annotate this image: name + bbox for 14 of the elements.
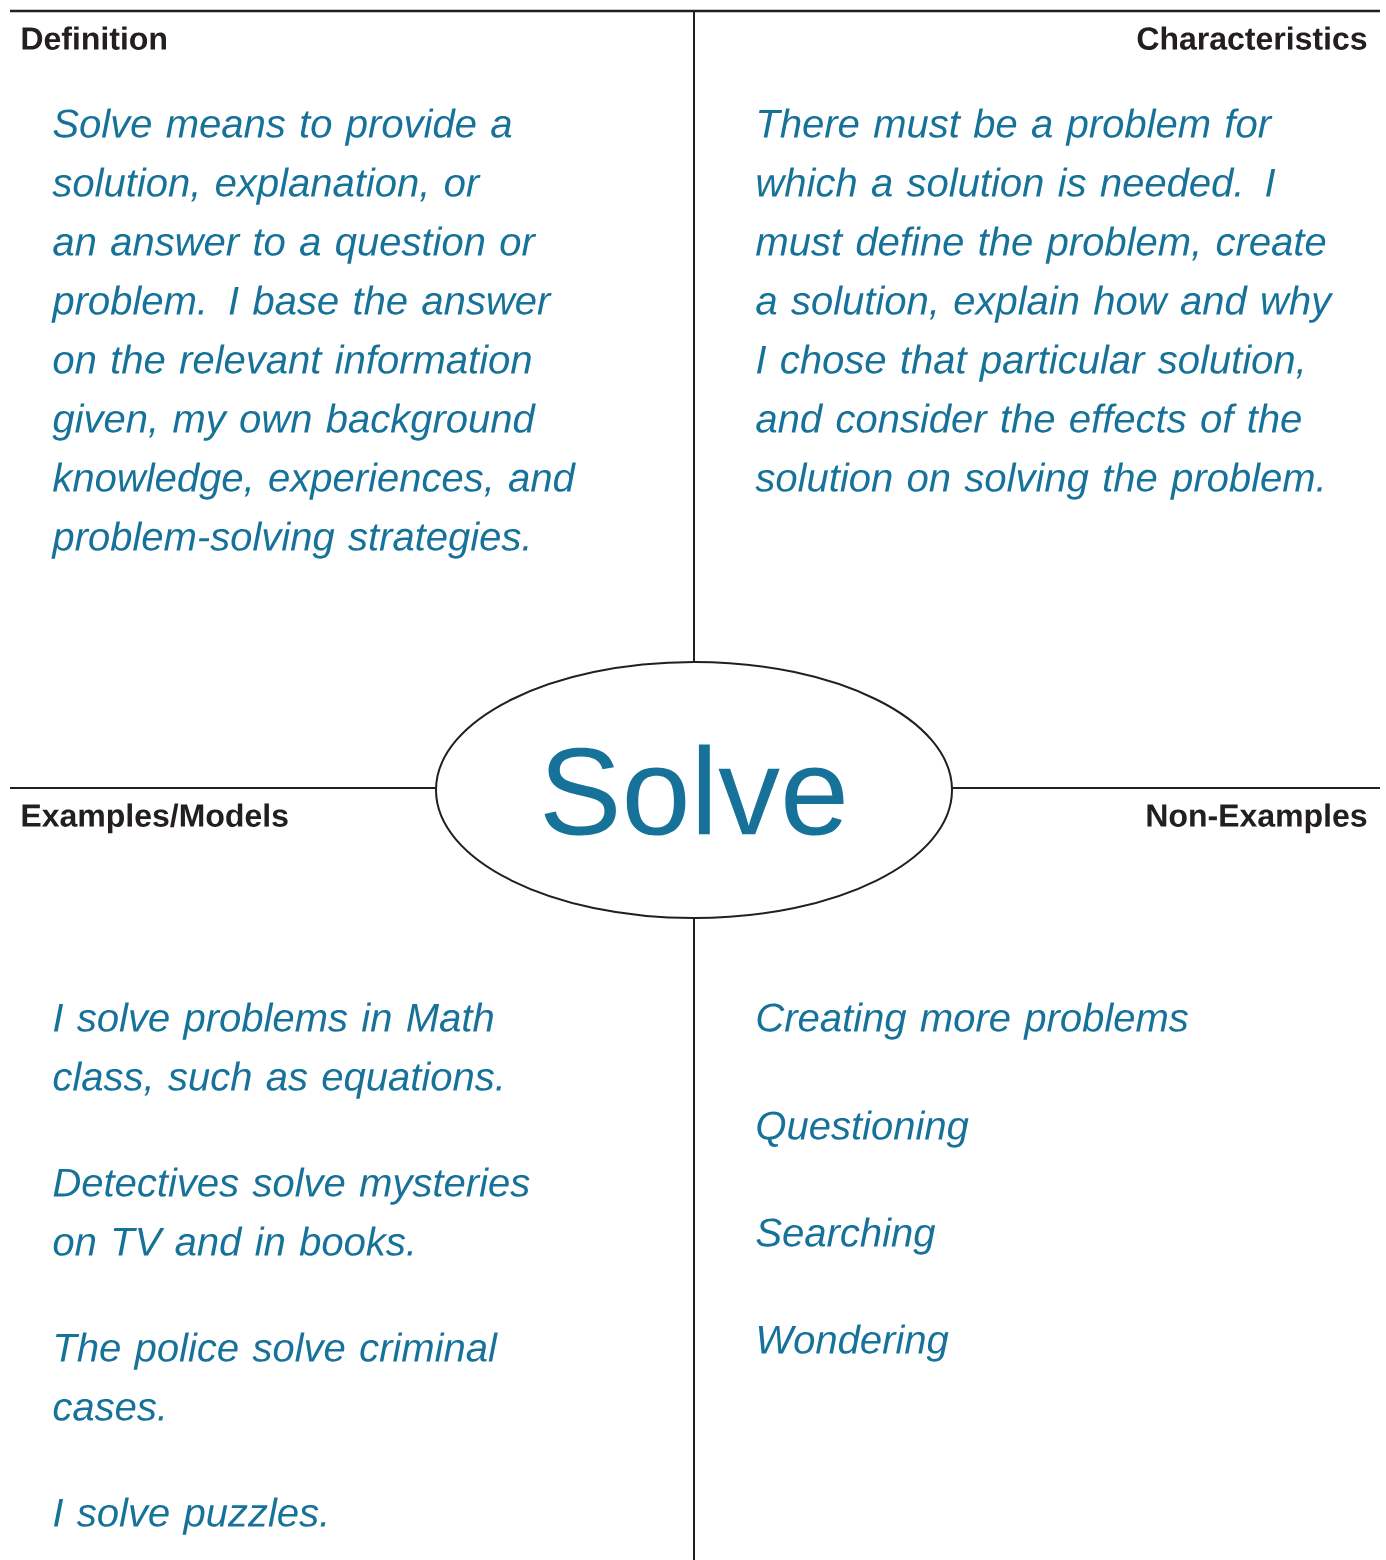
- handwritten-text: I solve puzzles.: [53, 1497, 326, 1535]
- handwritten-text: Wondering: [758, 1324, 949, 1362]
- handwritten-text: Questioning: [757, 1110, 969, 1148]
- section-heading: Definition: [22, 26, 166, 50]
- handwritten-text: Searching: [756, 1217, 936, 1255]
- handwritten-text: I solve problems in Math class, such as equations.: [53, 1002, 501, 1099]
- section-heading: Non-Examples: [1147, 803, 1367, 834]
- handwritten-text: Detectives solve mysteries on TV and in books.: [53, 1167, 530, 1256]
- section-heading: Characteristics: [1137, 26, 1367, 50]
- handwritten-text: Creating more problems: [757, 1002, 1188, 1040]
- handwritten-text: Solve means to provide a solution, explanation, or an answer to a question or problem. I base the answer on the relevant information given, my own background knowledge, experiences, and problem-solving strategies.: [51, 108, 576, 559]
- section-heading: Examples/Models: [22, 803, 288, 834]
- handwritten-text: The police solve criminal cases.: [53, 1332, 498, 1421]
- handwritten-text: There must be a problem for which a solution is needed. I must define the problem, create a solution, explain how and why I chose that particular solution, and consider the effects of the solution on solving the problem.: [755, 108, 1334, 500]
